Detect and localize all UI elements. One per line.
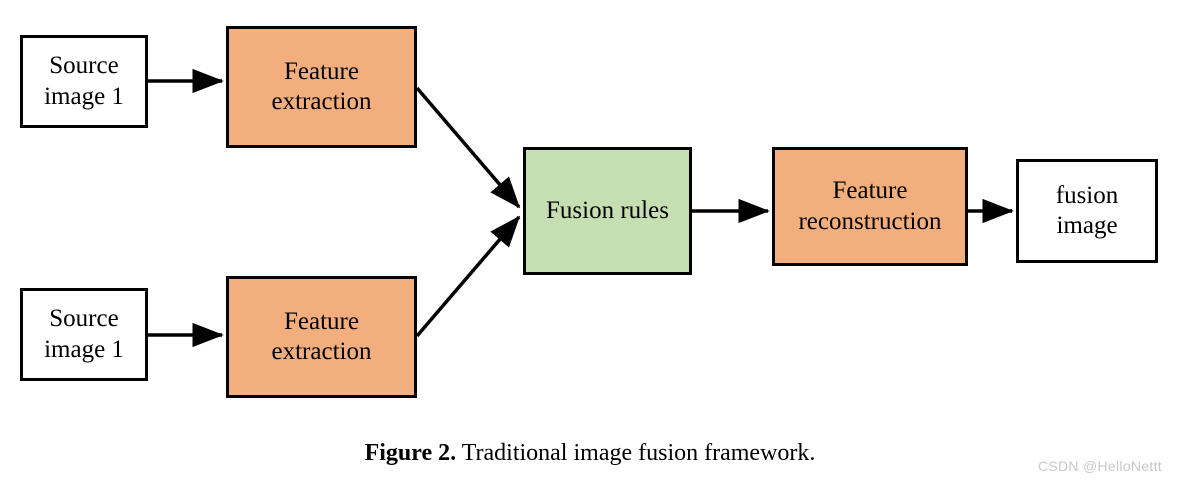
node-feature-extraction-bottom-label: Feature extraction (271, 307, 372, 366)
node-fusion-rules-label: Fusion rules (546, 196, 669, 224)
node-feature-extraction-bottom: Feature extraction (226, 276, 417, 398)
node-fusion-image-label: fusion image (1055, 181, 1119, 240)
node-feature-extraction-top-label: Feature extraction (271, 57, 372, 116)
node-fusion-rules: Fusion rules (523, 147, 692, 275)
node-source-image-2: Source image 1 (20, 288, 148, 381)
node-source-image-2-label: Source image 1 (44, 305, 124, 363)
edge-extraction2-to-fusion (415, 215, 521, 338)
node-feature-reconstruction: Feature reconstruction (772, 147, 968, 266)
figure-caption: Figure 2. Traditional image fusion frame… (0, 440, 1180, 467)
figure-caption-text: Traditional image fusion framework. (456, 440, 816, 466)
csdn-watermark: CSDN @HelloNettt (1037, 458, 1162, 474)
node-source-image-1-label: Source image 1 (44, 52, 124, 110)
node-feature-reconstruction-label: Feature reconstruction (798, 177, 942, 235)
figure-caption-prefix: Figure 2. (364, 440, 457, 466)
edge-extraction1-to-fusion (415, 86, 521, 209)
node-feature-extraction-top: Feature extraction (226, 26, 417, 148)
node-source-image-1: Source image 1 (20, 35, 148, 128)
node-fusion-image: fusion image (1016, 159, 1158, 263)
